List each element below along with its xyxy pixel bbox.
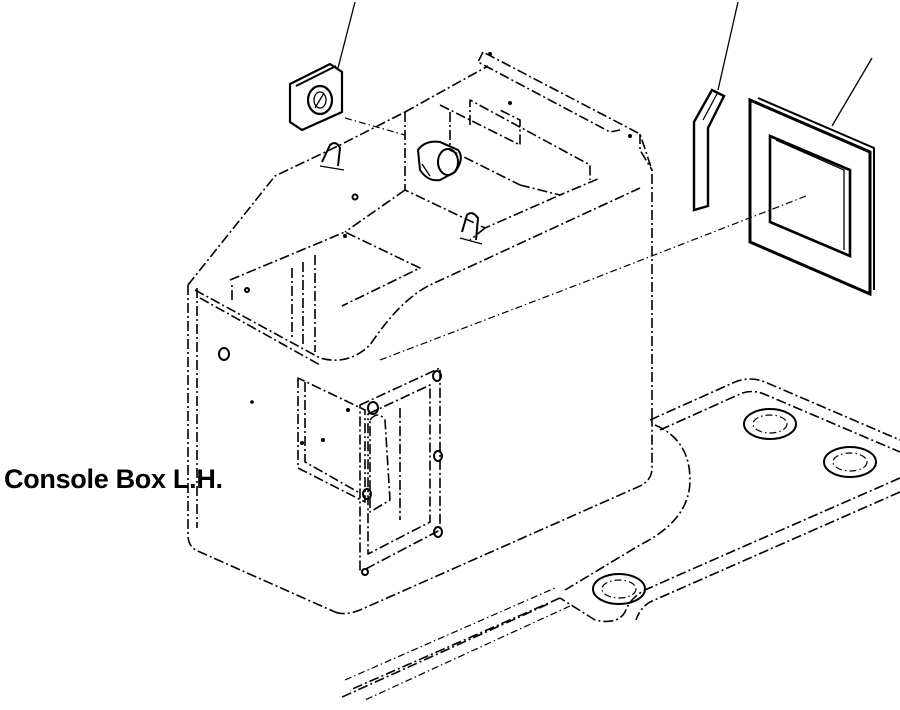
console-box-body [187,51,653,615]
top-clip-left [319,142,345,171]
access-panel [297,377,366,503]
seal-strip [692,88,726,212]
window-frame-projection [379,195,807,361]
mounting-boss-1 [743,408,797,440]
grommet-projection [344,117,406,136]
grommet-plate [288,62,344,132]
mounting-boss-2 [823,446,877,478]
part-caption: Console Box L.H. [4,464,223,494]
grommet-leader [337,1,356,69]
top-clip-right [459,212,483,245]
socket-cylinder [416,140,462,182]
mounting-boss-3 [592,573,646,605]
panel-opening [359,367,443,576]
seal-strip-leader [717,1,739,91]
floor-plate [339,378,900,701]
body-holes [218,52,632,404]
window-frame-leader [831,57,873,127]
window-frame [748,97,875,297]
